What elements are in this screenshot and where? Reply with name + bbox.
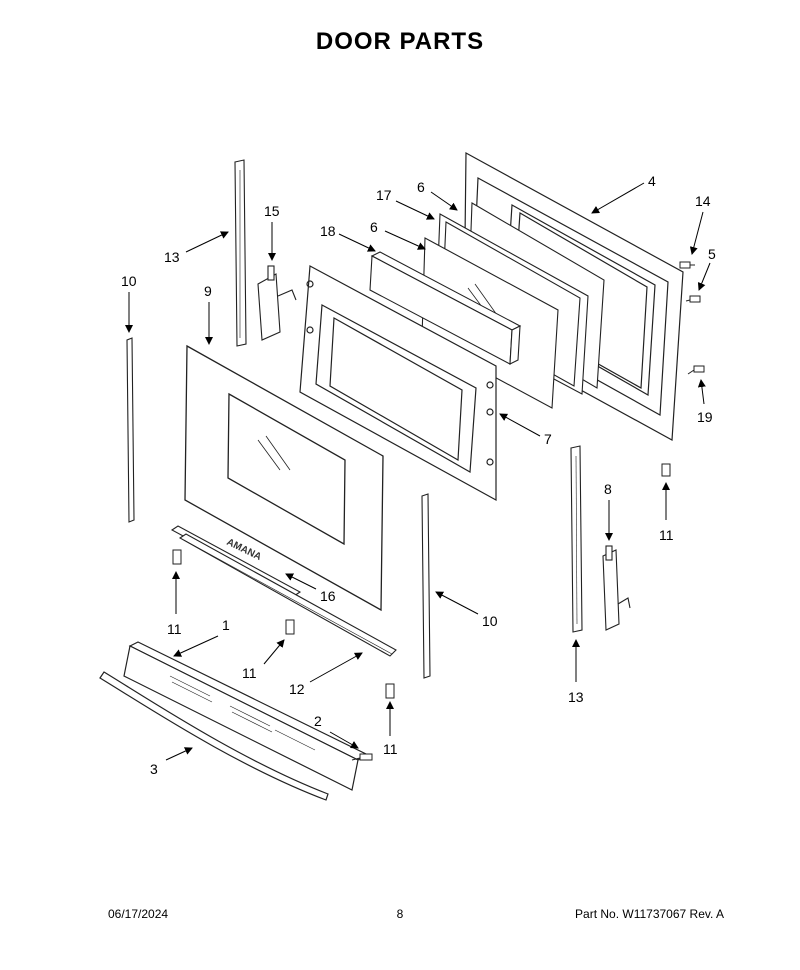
- leader-6a: [430, 191, 458, 211]
- leader-13a: [185, 231, 229, 253]
- callout-7: 7: [544, 431, 552, 447]
- footer-part-number: Part No. W11737067 Rev. A: [575, 907, 724, 921]
- screw-11-a: [661, 463, 671, 477]
- door-bottom-channel: [178, 533, 397, 657]
- callout-4: 4: [648, 173, 656, 189]
- callout-1: 1: [222, 617, 230, 633]
- screw-11-b: [172, 549, 182, 565]
- leader-4: [591, 182, 645, 214]
- leader-19: [697, 379, 706, 405]
- callout-17: 17: [376, 187, 392, 203]
- leader-17: [395, 200, 435, 220]
- callout-11b: 11: [167, 621, 182, 637]
- callout-6a: 6: [417, 179, 425, 195]
- side-trim-right: [421, 493, 431, 679]
- hinge-left: [257, 265, 297, 341]
- callout-11c: 11: [242, 665, 257, 681]
- callout-16: 16: [320, 588, 336, 604]
- leader-12: [309, 652, 363, 683]
- door-vent-panel: [123, 641, 368, 791]
- leader-2: [329, 731, 359, 749]
- callout-2: 2: [314, 713, 322, 729]
- screws: [172, 261, 705, 761]
- callout-13b: 13: [568, 689, 584, 705]
- door-handle: [99, 671, 329, 801]
- callout-14: 14: [695, 193, 711, 209]
- callout-18: 18: [320, 223, 336, 239]
- leader-3: [165, 747, 193, 761]
- screw-14: [679, 261, 695, 269]
- callout-9: 9: [204, 283, 212, 299]
- callout-6b: 6: [370, 219, 378, 235]
- leader-16: [285, 573, 317, 590]
- callout-10b: 10: [482, 613, 498, 629]
- screw-19: [687, 365, 705, 375]
- footer-date: 06/17/2024: [108, 907, 169, 921]
- callout-15: 15: [264, 203, 280, 219]
- outer-door-glass: [184, 344, 384, 612]
- callout-12: 12: [289, 681, 305, 697]
- leader-11c: [263, 639, 285, 665]
- side-trim-left: [126, 337, 135, 523]
- hinge-channel-right: [570, 445, 583, 633]
- callout-11d: 11: [383, 741, 398, 757]
- callout-5: 5: [708, 246, 716, 262]
- callout-8: 8: [604, 481, 612, 497]
- screw-11-c: [285, 619, 295, 635]
- leader-1: [173, 635, 219, 657]
- screw-2: [351, 753, 373, 761]
- leader-10b: [435, 591, 479, 615]
- callout-10a: 10: [121, 273, 137, 289]
- hinge-right: [602, 545, 631, 631]
- insulation-block: [369, 251, 522, 365]
- door-liner: [299, 265, 497, 502]
- leader-6b: [384, 230, 426, 250]
- leader-14: [689, 211, 704, 255]
- leader-5: [697, 262, 711, 291]
- footer-page-number: 8: [396, 907, 404, 921]
- page-title: DOOR PARTS: [315, 28, 485, 55]
- hinge-channel-left: [234, 159, 247, 347]
- leader-18: [338, 233, 376, 252]
- leader-7: [499, 413, 541, 437]
- callout-13a: 13: [164, 249, 180, 265]
- callout-3: 3: [150, 761, 158, 777]
- callout-19: 19: [697, 409, 713, 425]
- callout-11a: 11: [659, 527, 674, 543]
- screw-11-d: [385, 683, 395, 699]
- screw-5: [685, 295, 701, 303]
